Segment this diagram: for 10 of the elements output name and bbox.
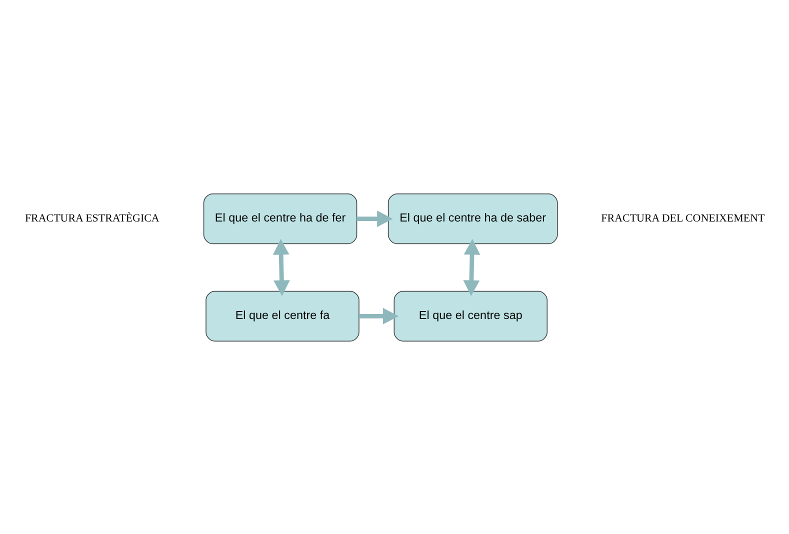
arrow bbox=[356, 210, 393, 227]
node-box: El que el centre fa bbox=[206, 290, 360, 341]
node-box: El que el centre sap bbox=[394, 290, 548, 341]
arrow bbox=[359, 307, 399, 324]
arrow bbox=[463, 238, 480, 296]
node-box: El que el centre ha de fer bbox=[203, 193, 358, 244]
label: FRACTURA ESTRATÈGICA bbox=[24, 212, 160, 224]
label: FRACTURA DEL CONEIXEMENT bbox=[601, 212, 765, 224]
arrow bbox=[272, 238, 290, 296]
node-box: El que el centre ha de saber bbox=[388, 193, 558, 244]
